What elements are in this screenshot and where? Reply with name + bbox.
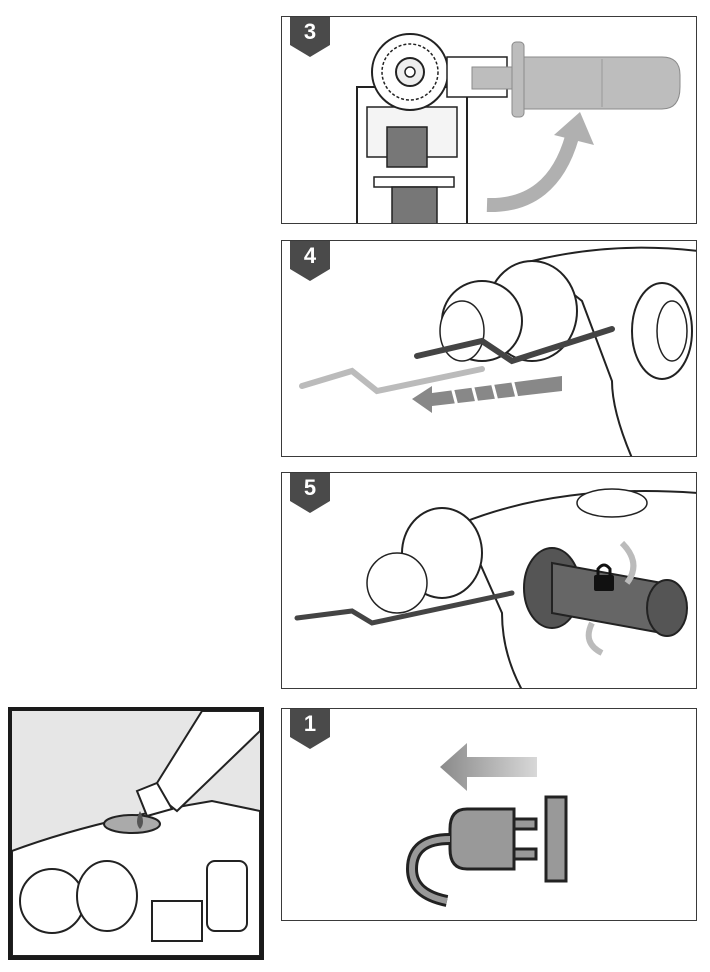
depth-rod-icon: [299, 246, 696, 456]
step-5-number: 5: [303, 475, 317, 500]
oil-tube-icon: [12, 711, 260, 956]
lubrication-illustration: [8, 707, 264, 960]
step-1-panel: 1: [281, 708, 697, 921]
step-4-number: 4: [303, 243, 317, 268]
step-4-panel: 4: [281, 240, 697, 457]
unplug-icon: [405, 743, 568, 907]
step-4-badge: 4: [290, 241, 330, 281]
side-handle-icon: [356, 33, 681, 223]
step-5-badge: 5: [290, 473, 330, 513]
step-1-badge: 1: [290, 709, 330, 749]
step-5-panel: 5: [281, 472, 697, 689]
power-plug-icon: [405, 795, 568, 907]
step-3-badge: 3: [290, 17, 330, 57]
step-1-number: 1: [303, 711, 317, 736]
step-3-panel: 3: [281, 16, 697, 224]
step-3-number: 3: [303, 19, 317, 44]
lock-icon: [294, 488, 696, 688]
slide-arrow-icon: [412, 376, 562, 413]
left-arrow-icon: [440, 743, 537, 791]
